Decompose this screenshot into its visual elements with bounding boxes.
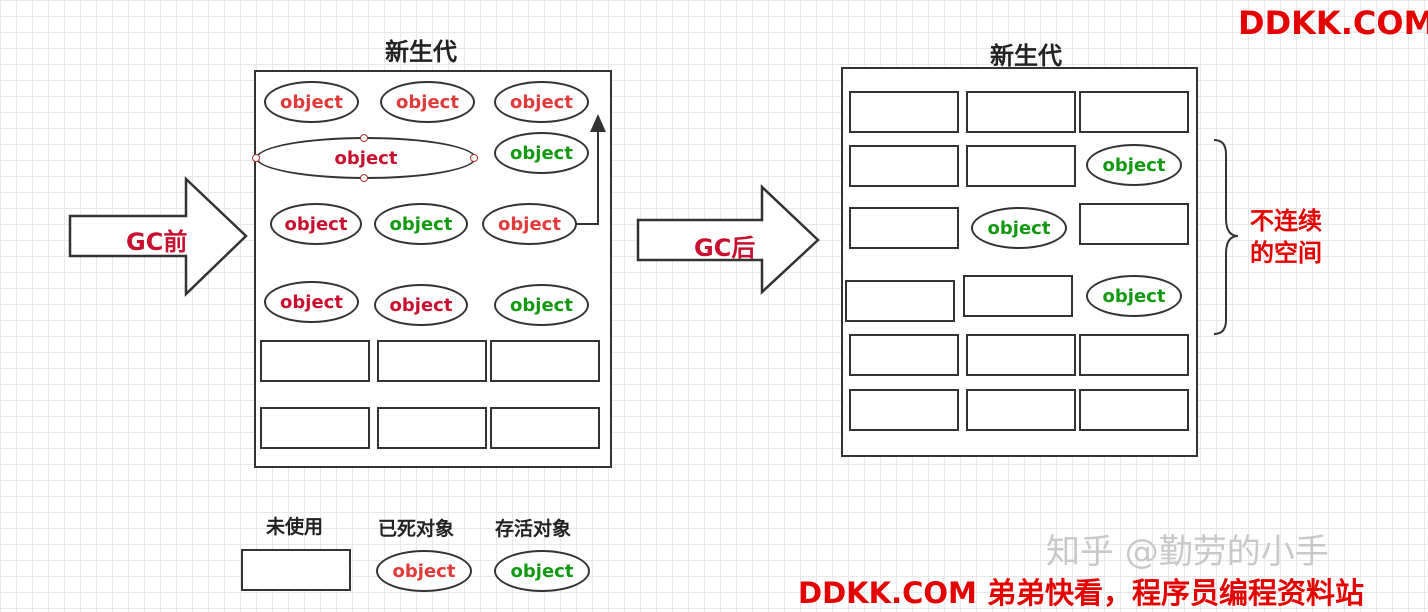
unused-cell (963, 275, 1073, 317)
unused-cell (849, 145, 959, 187)
brand-logo-text: DDKK.COM (1238, 4, 1428, 42)
unused-cell (849, 334, 959, 376)
gc-before-arrow (68, 176, 248, 297)
after-title: 新生代 (990, 42, 1062, 70)
dead-object: object (374, 284, 468, 326)
discontinuous-space-label: 不连续 的空间 (1250, 205, 1322, 269)
dead-object: object (380, 81, 475, 123)
dead-object: object (482, 203, 577, 245)
discontinuous-space-line1: 不连续 (1250, 207, 1322, 235)
gc-after-label: GC后 (694, 234, 756, 262)
watermark-text: 知乎 @勤劳的小手 (1046, 532, 1329, 572)
live-object: object (374, 203, 468, 245)
legend-unused-label: 未使用 (266, 516, 324, 538)
selection-handle (252, 154, 260, 162)
unused-cell (260, 340, 370, 382)
unused-cell (849, 207, 959, 249)
dead-object: object (270, 203, 362, 245)
unused-cell (849, 389, 959, 431)
unused-cell (490, 340, 600, 382)
gc-before-label: GC前 (126, 228, 188, 256)
selection-handle (360, 134, 368, 142)
dead-object: object (494, 81, 589, 123)
live-object: object (1086, 144, 1182, 186)
unused-cell (1079, 334, 1189, 376)
unused-cell (1079, 91, 1189, 133)
curly-brace (1213, 139, 1239, 335)
unused-cell (845, 280, 955, 322)
unused-cell (1079, 203, 1189, 245)
unused-cell (377, 407, 487, 449)
dead-object: object (264, 81, 359, 123)
live-object: object (1086, 275, 1182, 317)
unused-cell (966, 389, 1076, 431)
live-object: object (494, 132, 589, 174)
legend-unused-swatch (241, 549, 351, 591)
before-title: 新生代 (385, 38, 457, 66)
unused-cell (966, 334, 1076, 376)
unused-cell (377, 340, 487, 382)
unused-cell (966, 91, 1076, 133)
unused-cell (966, 145, 1076, 187)
legend-dead-label: 已死对象 (378, 518, 455, 540)
unused-cell (1079, 389, 1189, 431)
legend-alive-label: 存活对象 (495, 518, 572, 540)
legend-dead-swatch: object (376, 550, 472, 592)
selection-handle (360, 174, 368, 182)
unused-cell (490, 407, 600, 449)
footer-text: DDKK.COM 弟弟快看，程序员编程资料站 (798, 576, 1364, 610)
unused-cell (849, 91, 959, 133)
discontinuous-space-line2: 的空间 (1250, 239, 1322, 267)
gc-after-arrow (636, 184, 820, 295)
dead-object-selected: object (256, 137, 476, 179)
move-arrow (576, 114, 606, 225)
unused-cell (260, 407, 370, 449)
legend-alive-swatch: object (494, 550, 590, 592)
selection-handle (470, 154, 478, 162)
live-object: object (494, 284, 589, 326)
live-object: object (971, 207, 1067, 249)
dead-object: object (264, 281, 359, 323)
